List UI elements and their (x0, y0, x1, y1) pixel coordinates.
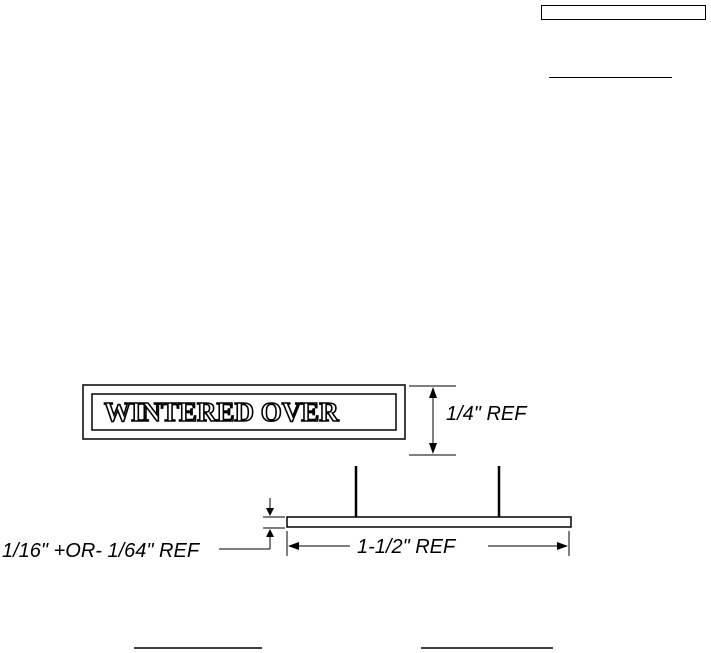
top-right-blank-box (541, 5, 706, 20)
plate-side-body (286, 516, 572, 528)
plate-inner-border (91, 393, 397, 431)
length-dimension-label: 1-1/2" REF (357, 536, 456, 558)
height-arrow-up (429, 387, 437, 398)
thickness-arrow-top-head (266, 508, 274, 516)
thickness-dimension-label: 1/16" +OR- 1/64" REF (2, 540, 200, 562)
plate-engraved-text: WINTERED OVER (103, 397, 339, 427)
height-arrow-down (429, 443, 437, 454)
thickness-arrow-bottom-head (266, 529, 274, 537)
length-arrow-left (288, 542, 299, 550)
length-arrow-right (557, 542, 568, 550)
upper-right-underline (549, 77, 672, 78)
plate-outer-border (82, 384, 406, 440)
height-dimension-label: 1/4" REF (446, 403, 527, 425)
